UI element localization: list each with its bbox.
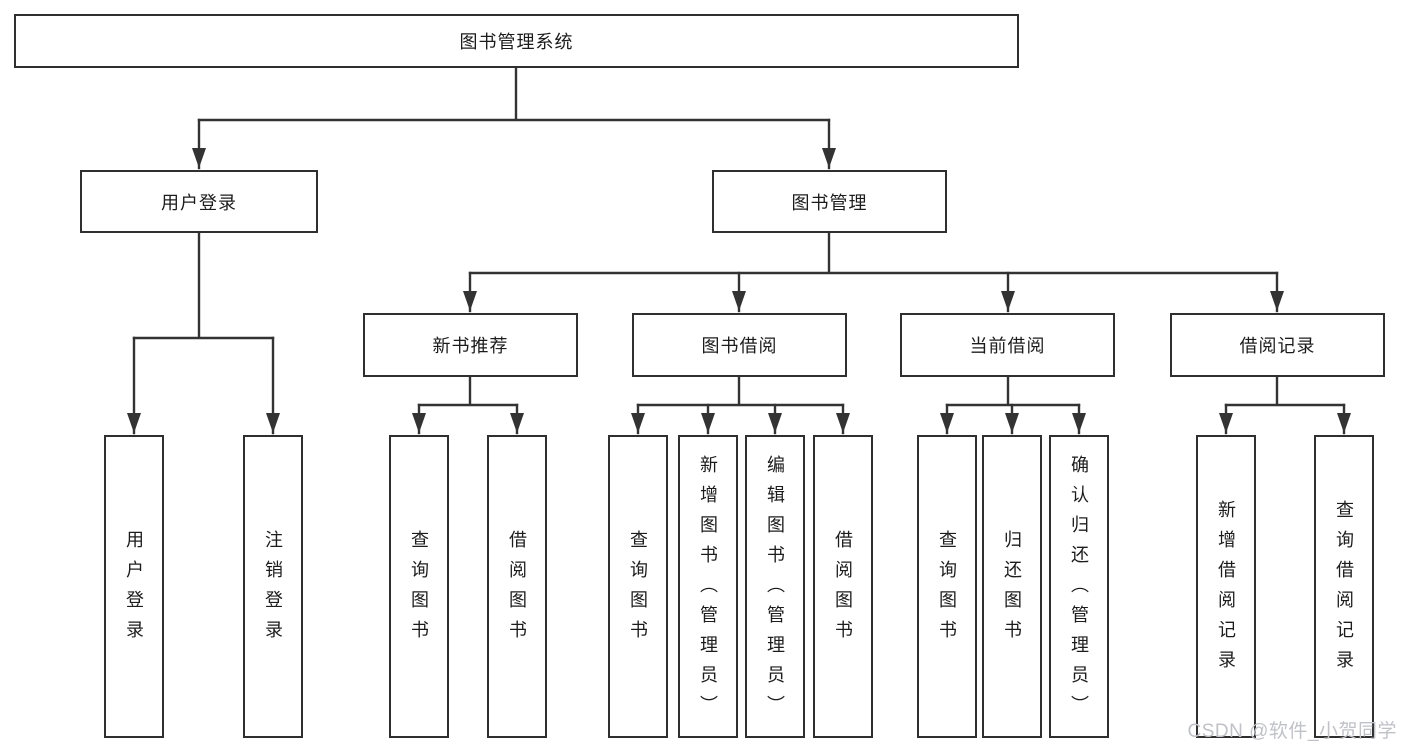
leaf-search-borrow-record: 查询借阅记录 [1314,435,1374,738]
leaf-return-books: 归还图书 [982,435,1042,738]
node-root: 图书管理系统 [14,14,1019,68]
leaf-borrow-books-1: 借阅图书 [487,435,547,738]
leaf-add-books-admin: 新增图书（管理员） [678,435,738,738]
connector-userlogin-to-children [127,231,280,435]
node-book-borrowing: 图书借阅 [632,313,847,377]
connector-records-to-children [1219,375,1351,435]
leaf-add-borrow-record: 新增借阅记录 [1196,435,1256,738]
csdn-watermark: CSDN @软件_小贺同学 [1187,721,1397,742]
node-new-book-recommendation: 新书推荐 [363,313,578,377]
leaf-confirm-return-admin: 确认归还（管理员） [1049,435,1109,738]
node-user-login: 用户登录 [80,170,318,233]
leaf-user-login: 用户登录 [104,435,164,738]
connector-borrowing-to-children [631,375,850,435]
connector-newbooks-to-children [412,375,524,435]
leaf-search-books-3: 查询图书 [917,435,977,738]
leaf-search-books-2: 查询图书 [608,435,668,738]
leaf-borrow-books-2: 借阅图书 [813,435,873,738]
node-book-management: 图书管理 [712,170,947,233]
leaf-edit-books-admin: 编辑图书（管理员） [745,435,805,738]
leaf-search-books-1: 查询图书 [389,435,449,738]
connector-bookmgmt-to-level3 [463,231,1284,313]
node-borrowing-records: 借阅记录 [1170,313,1385,377]
leaf-logout: 注销登录 [243,435,303,738]
node-current-borrowing: 当前借阅 [900,313,1115,377]
connector-root-to-level2 [192,66,836,170]
connector-current-to-children [940,375,1086,435]
